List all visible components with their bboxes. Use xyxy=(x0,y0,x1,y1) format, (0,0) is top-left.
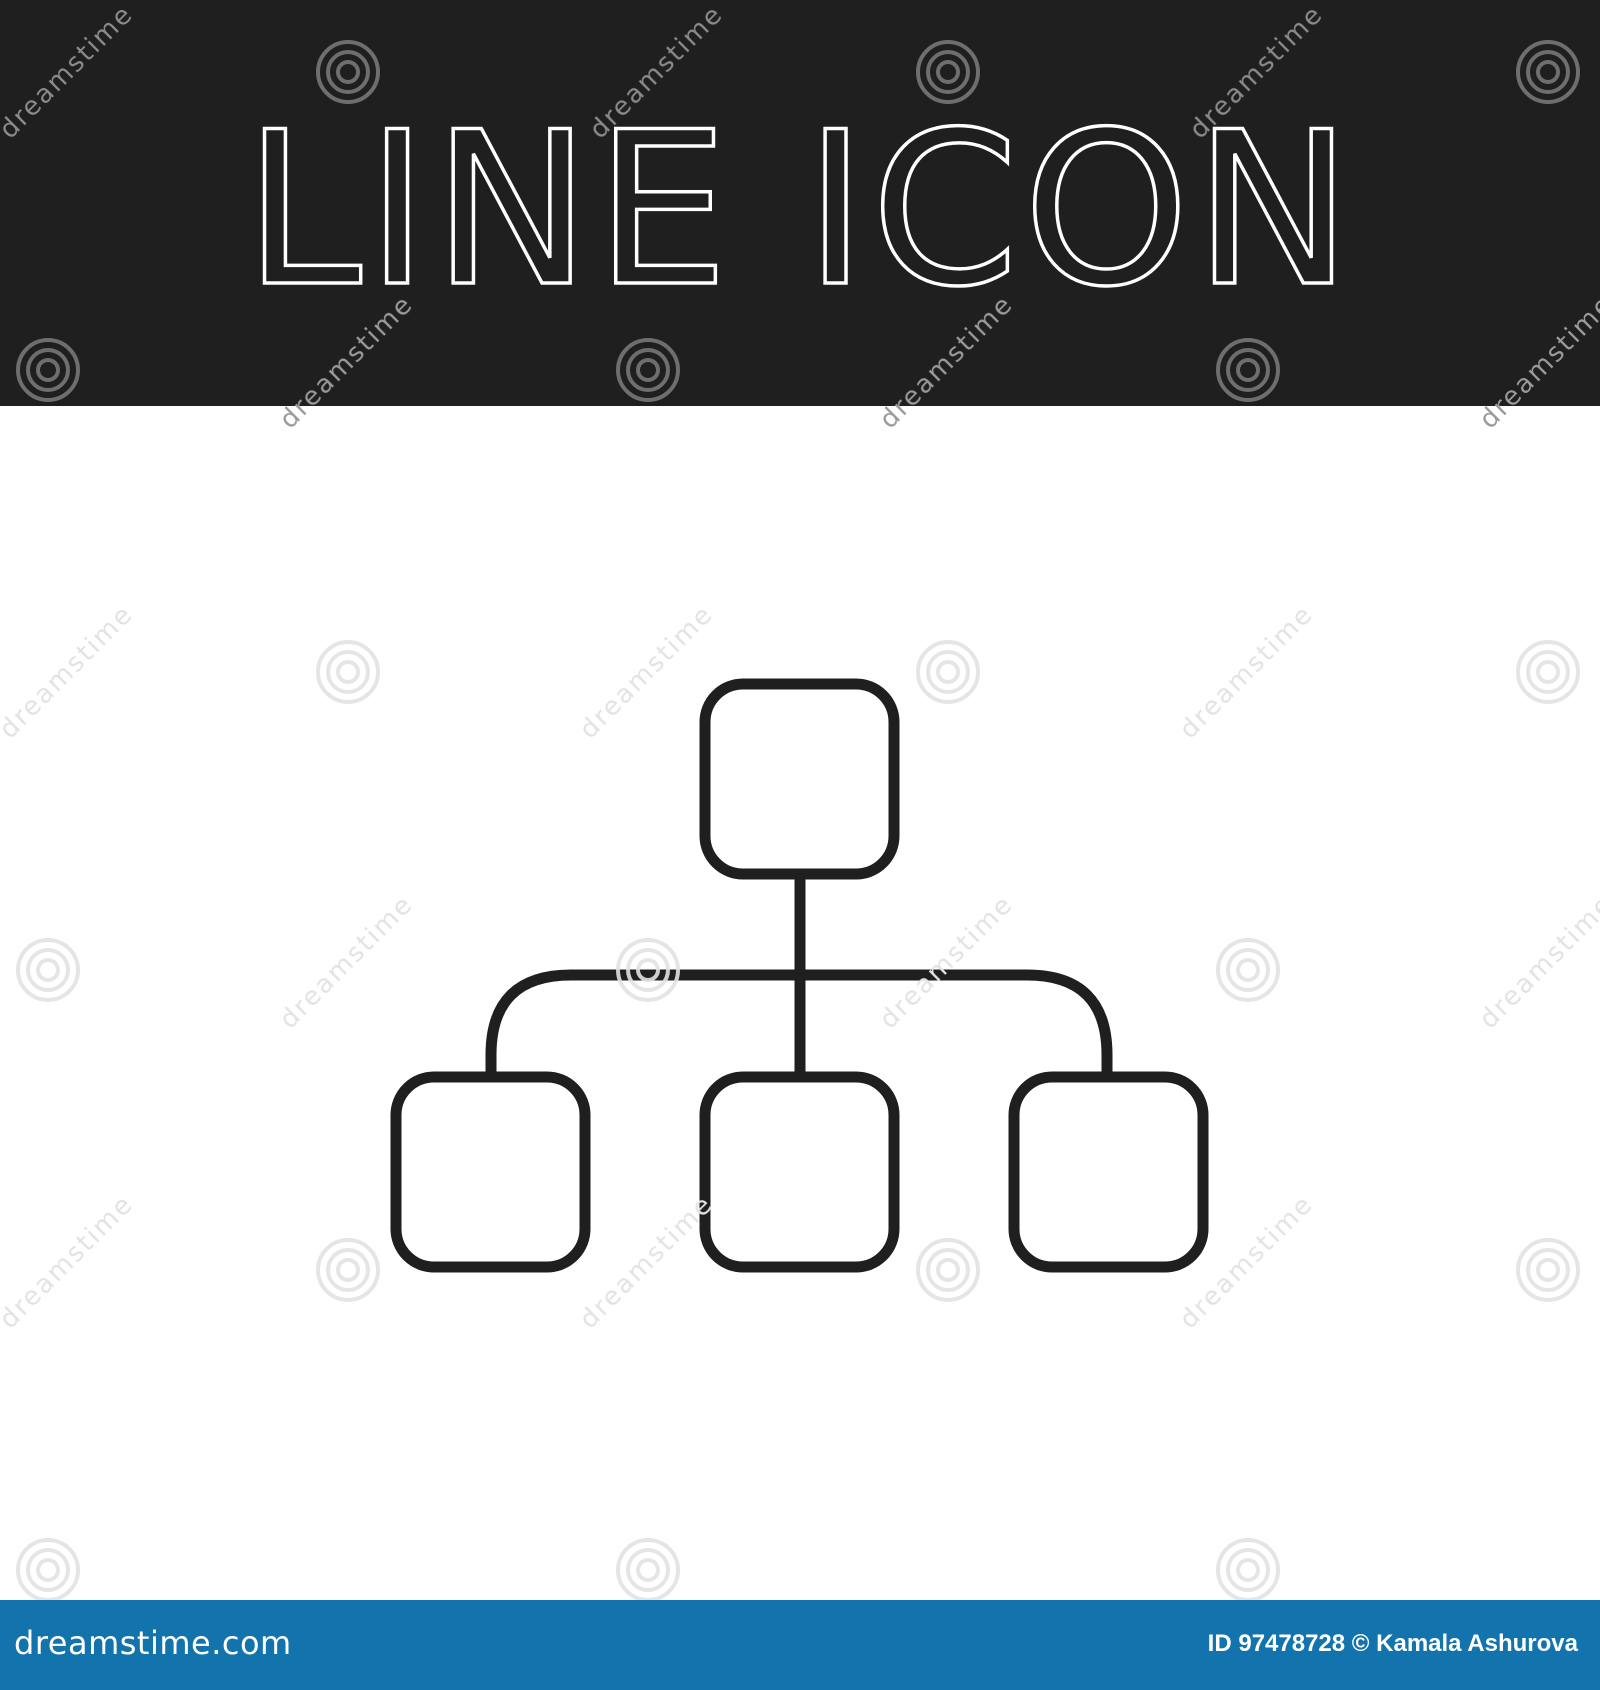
header-banner: LINE ICON xyxy=(0,0,1600,406)
branch-connector xyxy=(485,969,1113,1083)
header-title: LINE ICON xyxy=(244,86,1357,333)
hierarchy-icon xyxy=(390,678,1209,1273)
icon-canvas xyxy=(0,406,1600,1600)
left-child-node-box xyxy=(390,1071,591,1273)
footer-credit: ID 97478728 © Kamala Ashurova xyxy=(1207,1630,1578,1657)
right-child-node-box xyxy=(1008,1071,1209,1273)
footer-brand[interactable]: dreamstime.com xyxy=(14,1624,292,1662)
header-title-svg: LINE ICON xyxy=(242,84,1357,335)
center-child-node-box xyxy=(699,1071,900,1273)
footer-bar: dreamstime.com ID 97478728 © Kamala Ashu… xyxy=(0,1600,1600,1690)
top-node-box xyxy=(699,678,900,880)
